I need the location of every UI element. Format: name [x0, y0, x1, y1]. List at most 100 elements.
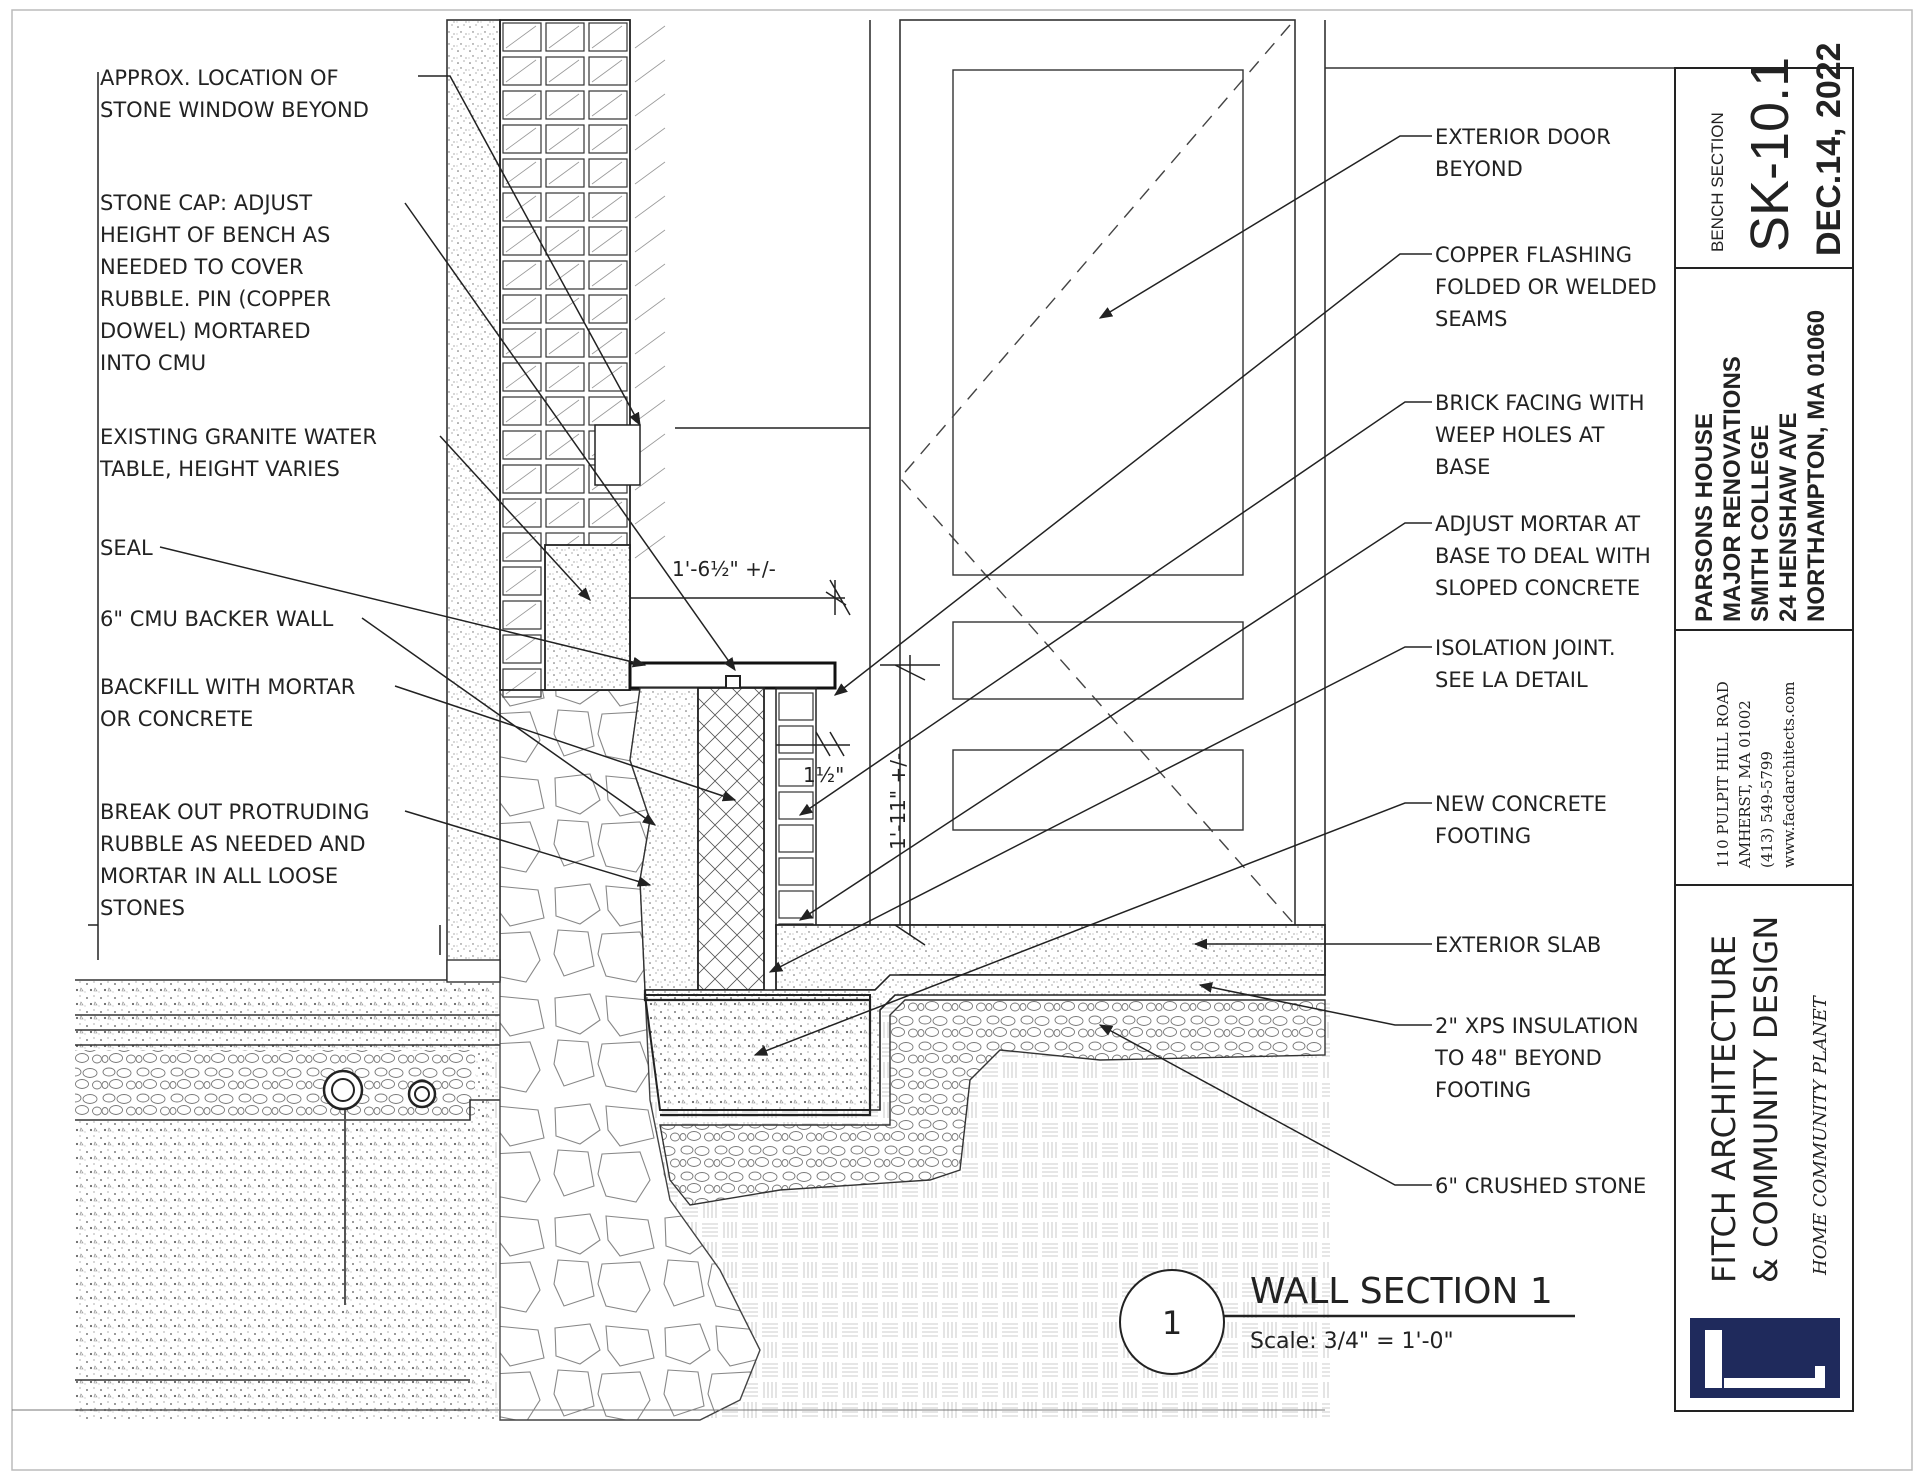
section-title: WALL SECTION 1	[1250, 1271, 1553, 1312]
title-block: BENCH SECTION SK-10.1 DEC.14, 2022 PARSO…	[1674, 42, 1854, 1412]
brick	[588, 294, 628, 324]
brick	[588, 498, 628, 528]
label-left-6-2: MORTAR IN ALL LOOSE	[100, 864, 338, 888]
brick	[502, 294, 542, 324]
section-geometry	[12, 19, 1675, 1421]
existing-foundation-left	[75, 980, 495, 1420]
svg-text:6" CRUSHED STONE: 6" CRUSHED STONE	[1435, 1174, 1646, 1198]
brick	[588, 192, 628, 222]
brick	[502, 124, 542, 154]
address-line-1: AMHERST, MA 01002	[1736, 700, 1754, 869]
label-right-0-0: EXTERIOR DOOR	[1435, 125, 1611, 149]
dim-brick-gap: 1½"	[803, 763, 844, 787]
label-right-2-2: BASE	[1435, 455, 1490, 479]
label-left-1-0: STONE CAP: ADJUST	[100, 191, 312, 215]
label-left-2-1: TABLE, HEIGHT VARIES	[99, 457, 340, 481]
section-scale: Scale: 3/4" = 1'-0"	[1250, 1329, 1454, 1354]
label-right-3-1: BASE TO DEAL WITH	[1435, 544, 1651, 568]
label-left-1-4: DOWEL) MORTARED	[100, 319, 311, 343]
label-right-3-2: SLOPED CONCRETE	[1435, 576, 1640, 600]
label-right-1-1: FOLDED OR WELDED	[1435, 275, 1657, 299]
brick	[588, 158, 628, 188]
brick	[502, 600, 542, 630]
label-left-1-1: HEIGHT OF BENCH AS	[100, 223, 330, 247]
label-left-6-0: BREAK OUT PROTRUDING	[100, 800, 369, 824]
dim-bench-depth: 1'-6½" +/-	[672, 557, 776, 581]
brick	[545, 362, 585, 392]
brick	[502, 430, 542, 460]
label-right-1-2: SEAMS	[1435, 307, 1507, 331]
project-line-1: MAJOR RENOVATIONS	[1719, 356, 1746, 622]
brick	[588, 90, 628, 120]
label-left-2-0: EXISTING GRANITE WATER	[100, 425, 377, 449]
label-right-7-1: TO 48" BEYOND	[1434, 1046, 1602, 1070]
existing-gravel-left	[75, 1050, 475, 1120]
label-left-1-5: INTO CMU	[100, 351, 206, 375]
new-concrete-footing	[643, 990, 872, 1117]
brick	[545, 464, 585, 494]
address-line-0: 110 PULPIT HILL ROAD	[1714, 681, 1732, 868]
address-line-3: www.facdarchitects.com	[1780, 682, 1798, 868]
label-left-1-2: NEEDED TO COVER	[100, 255, 304, 279]
brick	[545, 124, 585, 154]
label-left-5-1: OR CONCRETE	[100, 707, 253, 731]
brick	[502, 498, 542, 528]
brick	[502, 464, 542, 494]
label-right-7-0: 2" XPS INSULATION	[1435, 1014, 1639, 1038]
exterior-door-beyond	[869, 19, 1675, 926]
brick	[502, 158, 542, 188]
granite-water-table	[544, 544, 631, 691]
label-left-0-1: STONE WINDOW BEYOND	[100, 98, 369, 122]
brick	[502, 22, 542, 52]
brick	[502, 634, 542, 664]
brick	[545, 226, 585, 256]
svg-text:NORTHAMPTON, MA 01060: NORTHAMPTON, MA 01060	[1803, 310, 1830, 622]
label-right-0-1: BEYOND	[1435, 157, 1523, 181]
firm-tagline: HOME COMMUNITY PLANET	[1810, 994, 1831, 1276]
leader-lines	[88, 72, 1432, 1186]
brick	[778, 758, 814, 787]
firm-line-0: FITCH ARCHITECTURE	[1705, 935, 1743, 1283]
brick	[588, 56, 628, 86]
label-right-3-0: ADJUST MORTAR AT	[1435, 512, 1640, 536]
svg-text:6" CMU BACKER WALL: 6" CMU BACKER WALL	[100, 607, 334, 631]
project-line-4: NORTHAMPTON, MA 01060	[1803, 310, 1830, 622]
label-right-8-0: 6" CRUSHED STONE	[1435, 1174, 1646, 1198]
brick	[545, 430, 585, 460]
label-left-3-0: SEAL	[100, 536, 153, 560]
brick	[588, 396, 628, 426]
svg-text:SEAL: SEAL	[100, 536, 153, 560]
section-number: 1	[1162, 1304, 1182, 1342]
svg-text:AMHERST, MA 01002: AMHERST, MA 01002	[1736, 700, 1754, 869]
brick	[778, 824, 814, 853]
label-left-0-0: APPROX. LOCATION OF	[100, 66, 339, 90]
labels-left: APPROX. LOCATION OF STONE WINDOW BEYOND S…	[99, 66, 377, 920]
brick	[502, 226, 542, 256]
brick	[545, 192, 585, 222]
dimension-lines	[629, 579, 940, 946]
cmu-backer-wall	[697, 687, 765, 991]
wall-plaster	[446, 19, 501, 981]
svg-text:ISOLATION JOINT.SEE LA DETAIL: ISOLATION JOINT.SEE LA DETAIL	[1435, 636, 1616, 692]
svg-text:& COMMUNITY DESIGN: & COMMUNITY DESIGN	[1747, 916, 1785, 1283]
sheet-date: DEC.14, 2022	[1810, 42, 1848, 256]
brick	[502, 90, 542, 120]
brick	[502, 668, 542, 698]
sheet-border	[11, 9, 1913, 1471]
svg-text:FITCH ARCHITECTURE: FITCH ARCHITECTURE	[1705, 935, 1743, 1283]
label-right-5-1: FOOTING	[1435, 824, 1531, 848]
brick	[588, 22, 628, 52]
brick	[778, 791, 814, 820]
brick	[588, 260, 628, 290]
